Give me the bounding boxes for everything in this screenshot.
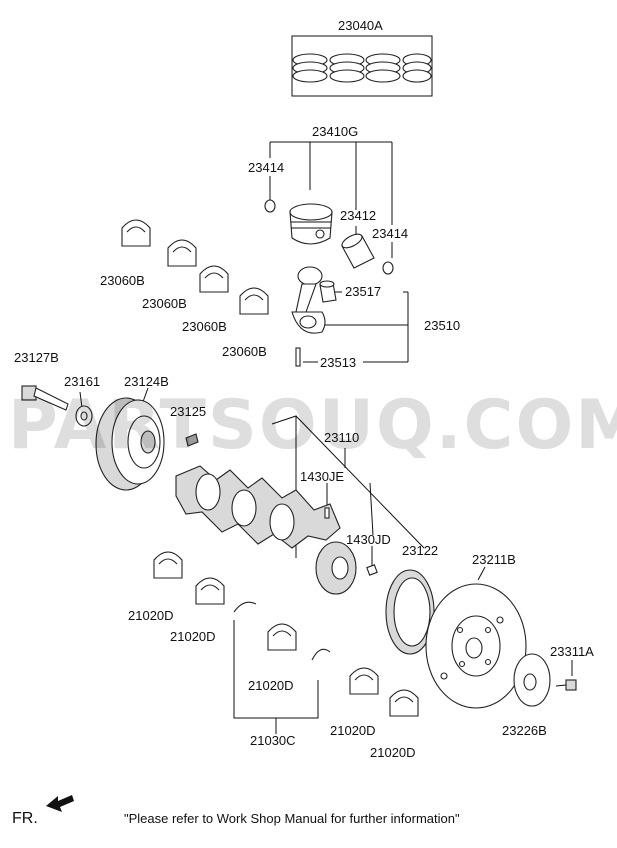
label-conrod-bushing: 23517: [345, 284, 381, 299]
snap-ring-left: [264, 199, 276, 213]
label-plate-bolt: 23311A: [550, 644, 594, 659]
conrod-bearing-4: [239, 287, 269, 315]
label-drive-plate: 23211B: [472, 552, 516, 567]
watermark-text: PARTSOUQ.COM: [8, 386, 617, 465]
label-piston-rings: 23040A: [338, 18, 383, 33]
label-main-bearing-4: 21020D: [330, 723, 376, 738]
label-pulley-bolt: 23127B: [14, 350, 59, 365]
main-bearing-3: [267, 623, 297, 651]
label-conrod-bearing-2: 23060B: [142, 296, 187, 311]
label-snap-ring-left: 23414: [248, 160, 284, 175]
pulley-bolt: [21, 385, 69, 411]
label-damper-pulley: 23124B: [124, 374, 169, 389]
key-1430jd: [366, 564, 378, 576]
piston-pin: [341, 233, 375, 269]
label-conrod-bearing-3: 23060B: [182, 319, 227, 334]
label-crankshaft: 23110: [324, 430, 359, 445]
piston: [289, 203, 333, 245]
label-conrod-assy: 23510: [424, 318, 460, 333]
label-conrod-bearing-4: 23060B: [222, 344, 267, 359]
piston-ring-set-2: [329, 53, 365, 83]
conrod-bearing-1: [121, 219, 151, 247]
label-piston-pin: 23412: [340, 208, 376, 223]
label-conrod-bearing-1: 23060B: [100, 273, 145, 288]
sprocket: [385, 569, 435, 655]
piston-ring-set-4: [402, 53, 432, 83]
label-key-1430jd: 1430JD: [346, 532, 391, 547]
adapter-plate: [513, 653, 551, 707]
snap-ring-right: [382, 261, 394, 275]
front-arrow-icon: [46, 795, 74, 812]
drive-plate: [425, 583, 527, 709]
piston-ring-set-1: [292, 53, 328, 83]
label-key-1430je: 1430JE: [300, 469, 344, 484]
conrod-bushing: [319, 280, 337, 303]
crankshaft: [175, 465, 357, 595]
thrust-washer: [233, 601, 331, 661]
conrod-bearing-3: [199, 265, 229, 293]
label-conrod-bolt: 23513: [320, 355, 356, 370]
key-23125: [185, 433, 199, 447]
conrod-bearing-2: [167, 239, 197, 267]
part-labels: 23040A 23410G 23414 23412 23414 23060B 2…: [14, 18, 594, 760]
label-main-bearing-3: 21020D: [248, 678, 294, 693]
label-sprocket: 23122: [402, 543, 438, 558]
main-bearing-5: [389, 689, 419, 717]
footer-note: "Please refer to Work Shop Manual for fu…: [124, 811, 460, 826]
washer: [75, 405, 93, 427]
label-key: 23125: [170, 404, 206, 419]
label-piston-assy: 23410G: [312, 124, 358, 139]
piston-rings-group: [292, 53, 432, 83]
main-bearing-1: [153, 551, 183, 579]
plate-bolt: [555, 679, 577, 691]
label-washer: 23161: [64, 374, 100, 389]
label-main-bearing-2: 21020D: [170, 629, 216, 644]
label-thrust-washer: 21030C: [250, 733, 296, 748]
label-main-bearing-5: 21020D: [370, 745, 416, 760]
main-bearing-2: [195, 577, 225, 605]
front-label: FR.: [12, 810, 38, 827]
piston-ring-set-3: [365, 53, 401, 83]
damper-pulley: [95, 397, 165, 491]
main-bearing-4: [349, 667, 379, 695]
label-snap-ring-right: 23414: [372, 226, 408, 241]
connecting-rod: [291, 266, 326, 367]
label-main-bearing-1: 21020D: [128, 608, 174, 623]
key-1430je: [324, 507, 330, 519]
label-adapter-plate: 23226B: [502, 723, 547, 738]
